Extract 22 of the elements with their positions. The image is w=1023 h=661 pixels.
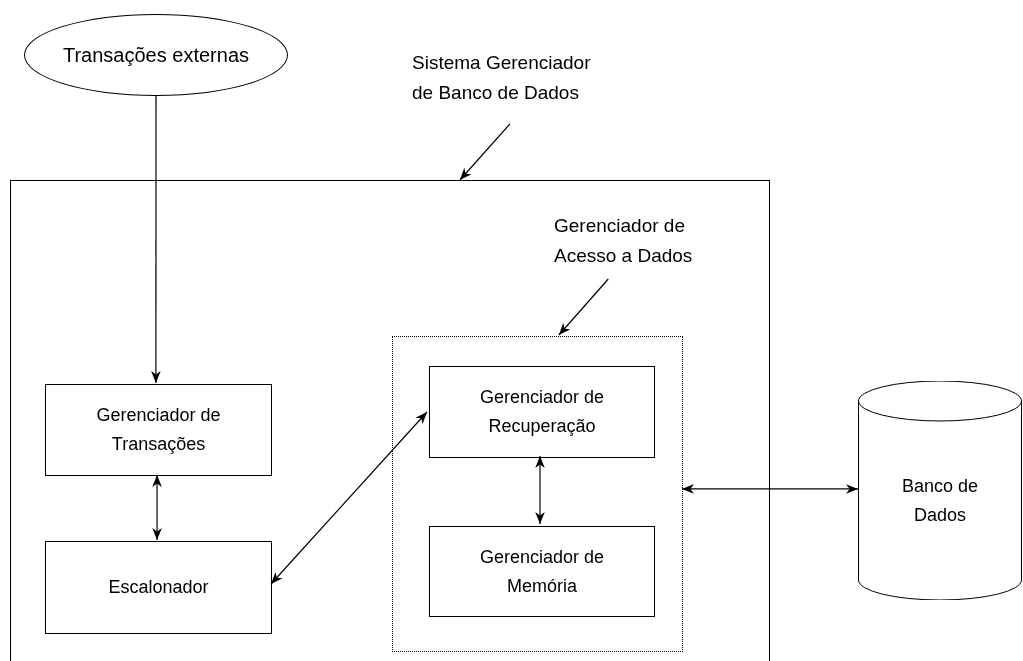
arrow	[535, 455, 545, 525]
arrow	[270, 411, 428, 585]
node-text: Sistema Gerenciador de Banco de Dados	[412, 52, 591, 103]
leader-arrow	[558, 278, 609, 336]
process-box	[45, 384, 272, 476]
arrow	[151, 95, 161, 384]
process-box	[429, 366, 655, 458]
node-text: Gerenciador de Acesso a Dados	[554, 215, 693, 266]
node-text: Gerenciador de Memória	[478, 545, 606, 598]
node-text: Escalonador	[108, 576, 209, 599]
arrow	[152, 474, 162, 541]
node-text: Transações externas	[63, 43, 249, 68]
node-text: Gerenciador de Transações	[95, 404, 222, 456]
process-box	[45, 541, 272, 634]
node-text: Gerenciador de Recuperação	[478, 386, 606, 438]
system-frame	[10, 180, 770, 661]
node-text: Banco de Dados	[901, 475, 979, 525]
arrow	[681, 484, 859, 494]
database-cylinder	[858, 381, 1022, 600]
process-box	[429, 526, 655, 617]
dotted-group-box	[392, 336, 683, 652]
leader-arrow	[459, 123, 511, 181]
